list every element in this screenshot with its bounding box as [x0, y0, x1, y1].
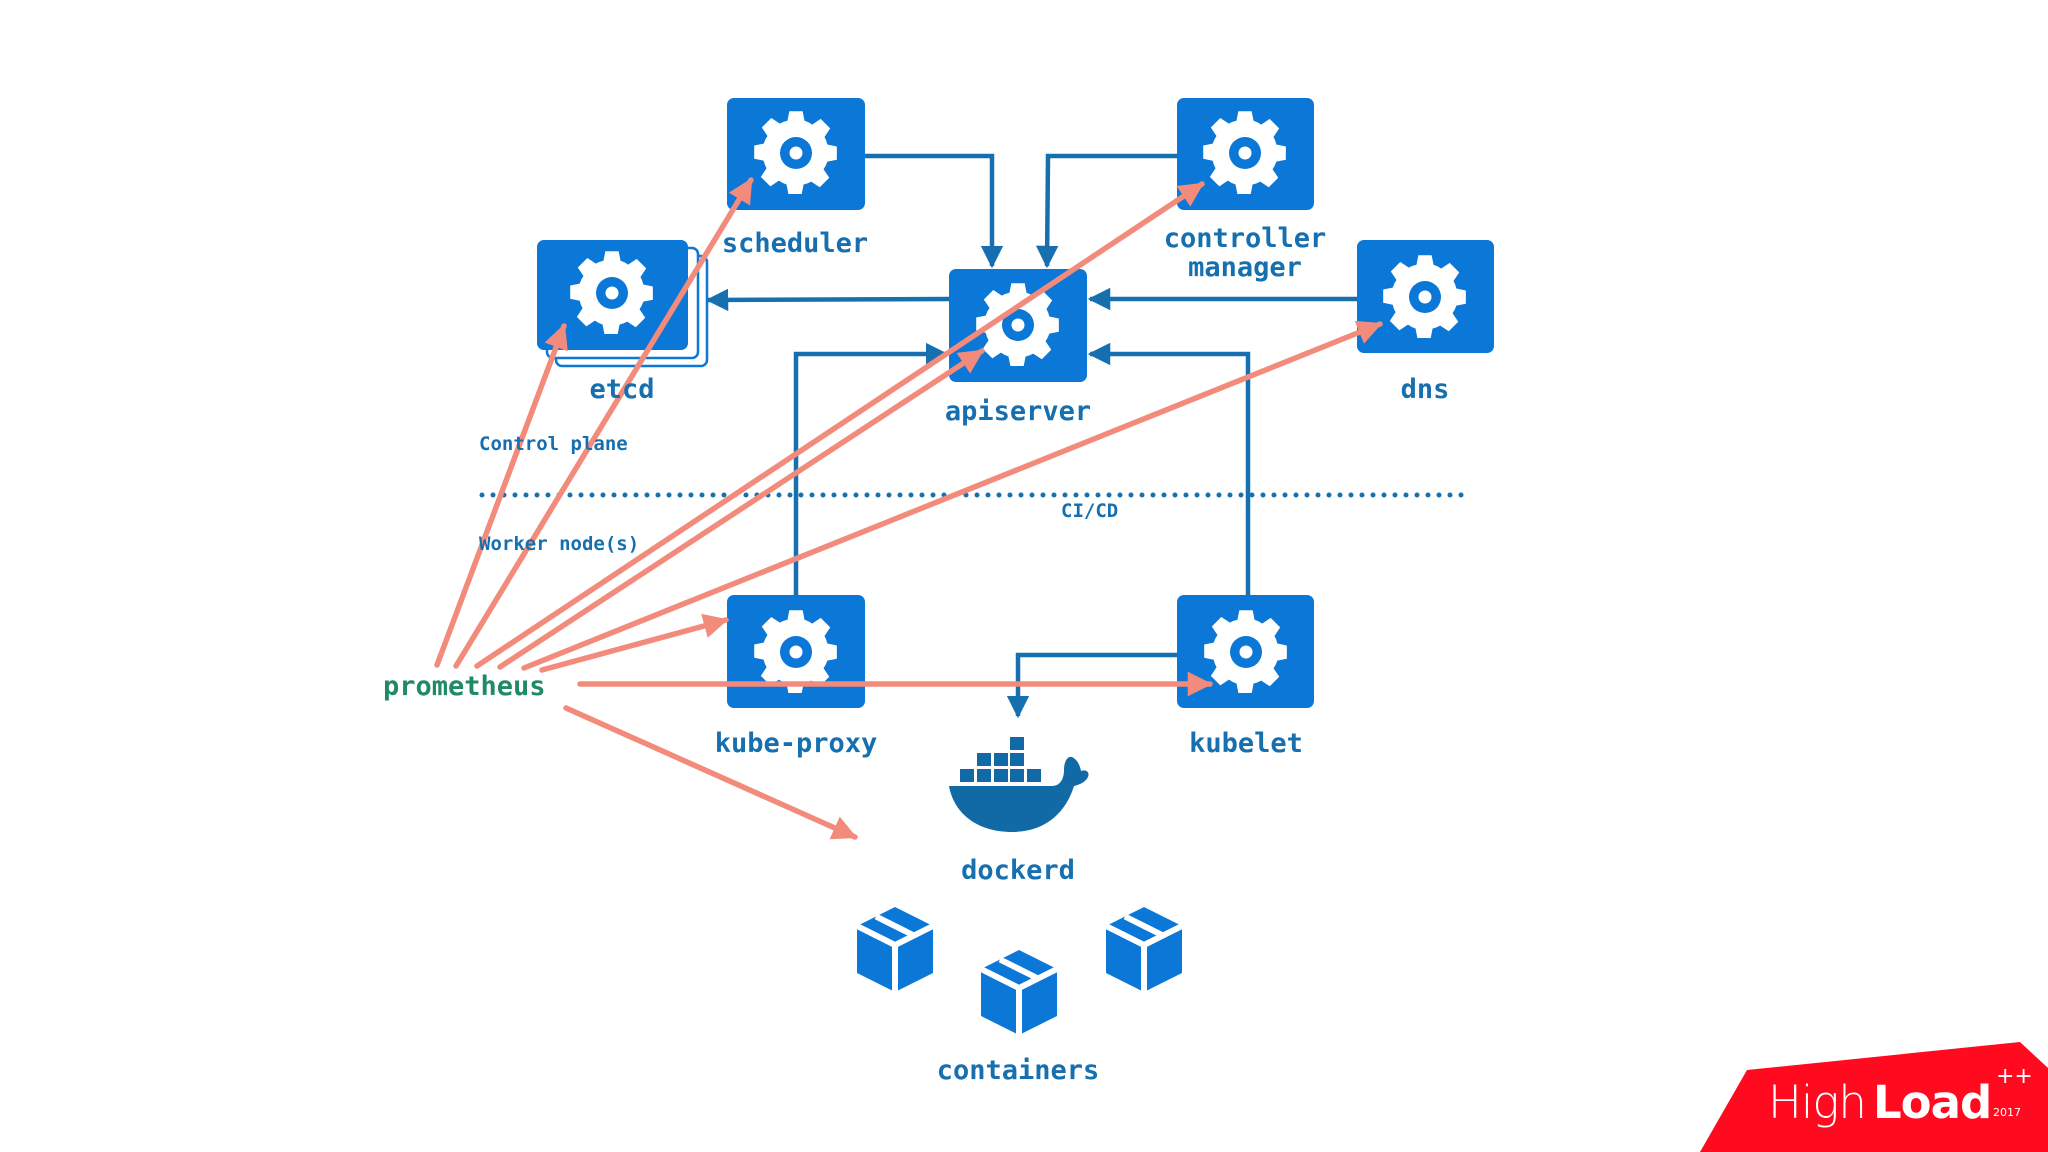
zone-label-worker-nodes: Worker node(s) — [479, 533, 640, 555]
label-prometheus[interactable]: prometheus — [383, 671, 546, 702]
edge-apiserver-etcd — [705, 288, 950, 312]
brand-logo-background — [1700, 1042, 2048, 1152]
control-connectors — [705, 153, 1357, 719]
scrape-dockerd — [563, 705, 858, 840]
component-scheduler[interactable] — [727, 98, 865, 210]
brand-logo-bold: Load — [1873, 1076, 1992, 1129]
component-apiserver[interactable] — [949, 269, 1087, 382]
label-controller-manager-1: controller — [1163, 223, 1327, 254]
brand-logo-light: High — [1768, 1076, 1867, 1129]
label-apiserver: apiserver — [944, 396, 1092, 427]
gear-icon — [570, 251, 653, 334]
label-kubelet: kubelet — [1189, 728, 1303, 759]
box-icon[interactable] — [981, 950, 1057, 1035]
zone-label-cicd: CI/CD — [1061, 500, 1119, 522]
gear-icon — [754, 610, 837, 693]
label-scheduler: scheduler — [721, 228, 869, 259]
brand-logo-year: 2017 — [1993, 1106, 2021, 1119]
label-dns: dns — [1400, 374, 1450, 405]
component-kubelet[interactable] — [1177, 595, 1314, 708]
containers-group — [857, 907, 1182, 1035]
label-etcd: etcd — [589, 374, 655, 405]
label-controller-manager-2: manager — [1188, 252, 1302, 283]
component-controller-manager[interactable] — [1177, 98, 1314, 210]
scrape-scheduler — [453, 177, 754, 669]
edge-kubelet-apiserver — [1087, 342, 1251, 595]
scrape-controller-manager — [474, 181, 1205, 669]
label-kube-proxy: kube-proxy — [714, 728, 878, 759]
scrape-etcd — [434, 323, 568, 668]
component-dns[interactable] — [1357, 240, 1494, 353]
scrape-arrows — [434, 177, 1383, 840]
gear-icon — [1203, 111, 1286, 194]
scrape-kube-proxy — [539, 613, 729, 673]
box-icon[interactable] — [1106, 907, 1182, 992]
box-icon[interactable] — [857, 907, 933, 992]
edge-controller-apiserver — [1035, 153, 1177, 269]
edge-kubeproxy-apiserver — [793, 342, 949, 595]
edge-scheduler-apiserver — [865, 153, 1004, 269]
component-etcd[interactable] — [537, 240, 688, 350]
docker-whale-icon[interactable] — [949, 737, 1089, 832]
edge-kubelet-dockerd — [1006, 652, 1177, 719]
brand-logo-plus: ++ — [1996, 1064, 2033, 1089]
scrape-apiserver — [497, 348, 985, 670]
scrape-dns — [521, 320, 1383, 671]
component-kube-proxy[interactable] — [727, 595, 865, 708]
gear-icon — [1383, 255, 1466, 338]
gear-icon — [754, 111, 837, 194]
gear-icon — [1204, 610, 1287, 693]
label-containers: containers — [936, 1055, 1100, 1086]
label-dockerd: dockerd — [961, 855, 1075, 886]
zone-label-control-plane: Control plane — [479, 433, 628, 455]
